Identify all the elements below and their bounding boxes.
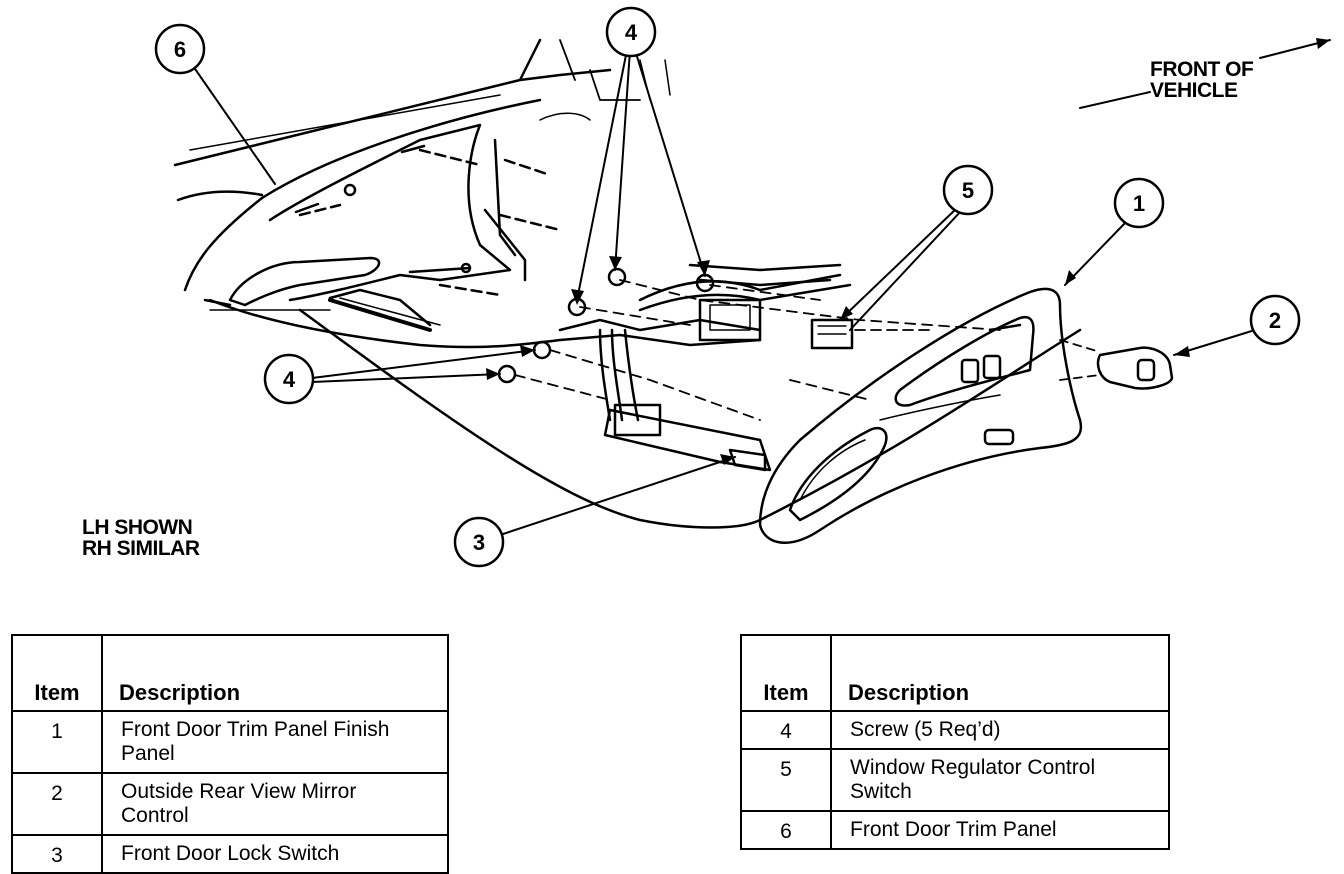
column-header-item: Item <box>740 634 832 712</box>
legend-row: 3 Front Door Lock Switch <box>11 834 449 874</box>
door-trim-diagram: 6 4 5 1 2 4 3 <box>154 6 1331 568</box>
description-line: Window Regulator Control <box>850 756 1096 779</box>
legend-item-number: 1 <box>11 710 103 774</box>
legend-item-description: Screw (5 Req’d) <box>830 710 1170 750</box>
leader-lines <box>192 39 1331 536</box>
callout-4-left: 4 <box>263 353 315 405</box>
description-line: Control <box>121 804 189 827</box>
callout-4-top: 4 <box>605 6 657 58</box>
svg-text:4: 4 <box>283 367 296 392</box>
assembly-lines <box>514 279 1001 421</box>
description-line: Switch <box>850 780 912 803</box>
description-line: Outside Rear View Mirror <box>121 780 357 803</box>
callout-1: 1 <box>1113 177 1165 229</box>
arrowheads <box>486 38 1330 465</box>
legend-item-description: Window Regulator Control Switch <box>830 748 1170 812</box>
legend-table-left: Item Description 1 Front Door Trim Panel… <box>11 634 449 874</box>
view-note-line-2: RH SIMILAR <box>82 537 200 560</box>
front-of-vehicle-label: FRONT OF VEHICLE <box>1150 58 1254 102</box>
legend-item-description: Front Door Trim Panel <box>830 810 1170 850</box>
svg-text:4: 4 <box>625 20 638 45</box>
legend-header-row: Item Description <box>11 634 449 712</box>
door-inner-panel <box>173 38 1082 529</box>
front-of-vehicle-line-1: FRONT OF <box>1150 58 1254 81</box>
legend-item-description: Outside Rear View Mirror Control <box>101 772 449 836</box>
column-header-description: Description <box>101 634 449 712</box>
svg-text:5: 5 <box>962 178 974 203</box>
legend-item-description: Front Door Lock Switch <box>101 834 449 874</box>
column-header-item: Item <box>11 634 103 712</box>
column-header-description: Description <box>830 634 1170 712</box>
legend-item-number: 4 <box>740 710 832 750</box>
legend-item-number: 2 <box>11 772 103 836</box>
legend-header-row: Item Description <box>740 634 1170 712</box>
legend-item-number: 3 <box>11 834 103 874</box>
svg-text:1: 1 <box>1133 191 1145 216</box>
legend-row: 2 Outside Rear View Mirror Control <box>11 772 449 836</box>
svg-text:3: 3 <box>473 530 485 555</box>
description-line: Front Door Lock Switch <box>121 842 340 865</box>
legend-item-number: 5 <box>740 748 832 812</box>
legend-item-number: 6 <box>740 810 832 850</box>
description-line: Panel <box>121 742 175 765</box>
description-line: Screw (5 Req’d) <box>850 718 1001 741</box>
legend-row: 5 Window Regulator Control Switch <box>740 748 1170 812</box>
front-of-vehicle-line-2: VEHICLE <box>1150 79 1238 102</box>
legend-row: 4 Screw (5 Req’d) <box>740 710 1170 750</box>
callout-6: 6 <box>154 23 206 75</box>
legend-item-description: Front Door Trim Panel Finish Panel <box>101 710 449 774</box>
callout-2: 2 <box>1249 294 1301 346</box>
wiring-harness <box>328 263 852 472</box>
view-note: LH SHOWN RH SIMILAR <box>82 517 200 559</box>
legend-table-right: Item Description 4 Screw (5 Req’d) 5 Win… <box>740 634 1170 850</box>
legend-row: 6 Front Door Trim Panel <box>740 810 1170 850</box>
description-line: Front Door Trim Panel Finish <box>121 718 390 741</box>
svg-text:6: 6 <box>174 37 186 62</box>
view-note-line-1: LH SHOWN <box>82 516 193 539</box>
description-line: Front Door Trim Panel <box>850 818 1057 841</box>
window-regulator-switch <box>810 318 931 350</box>
svg-text:2: 2 <box>1269 308 1281 333</box>
trim-finish-panel <box>758 287 1083 544</box>
legend-row: 1 Front Door Trim Panel Finish Panel <box>11 710 449 774</box>
callout-5: 5 <box>942 164 994 216</box>
callout-3: 3 <box>453 516 505 568</box>
mirror-control <box>1059 339 1174 390</box>
